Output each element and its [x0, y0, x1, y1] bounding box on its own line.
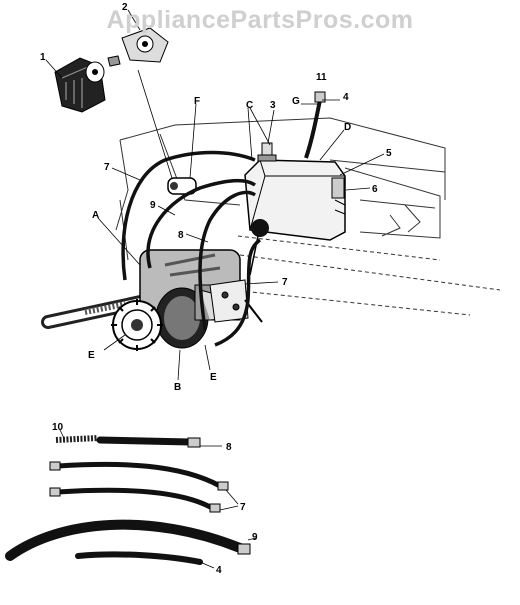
callout-5: 5: [386, 148, 392, 159]
hose-7b: [49, 487, 221, 513]
impeller-gear: [111, 299, 163, 351]
callout-E-left: E: [88, 350, 95, 361]
cabinet-frame: [115, 117, 501, 316]
fill-hose: [304, 91, 326, 159]
callout-9-lower: 9: [252, 532, 258, 543]
callout-E-right: E: [210, 372, 217, 383]
hose-4: [75, 551, 203, 565]
callout-6: 6: [372, 184, 378, 195]
callout-1: 1: [40, 52, 46, 63]
pump-motor-part-1: [54, 57, 106, 113]
callout-2: 2: [122, 2, 128, 13]
callout-C: C: [246, 100, 253, 111]
connecting-hoses: [121, 150, 262, 347]
callout-D: D: [344, 122, 351, 133]
tank-fitting: [257, 142, 277, 162]
callout-8-upper: 8: [178, 230, 184, 241]
hose-7a: [49, 461, 229, 491]
callout-B: B: [174, 382, 181, 393]
callout-11: 11: [316, 72, 327, 83]
callout-A: A: [92, 210, 99, 221]
callout-3: 3: [270, 100, 276, 111]
mounting-bracket: [209, 279, 263, 323]
callout-4-top: 4: [343, 92, 349, 103]
callout-4-lower: 4: [216, 565, 222, 576]
callout-7-upper-left: 7: [104, 162, 110, 173]
callout-7-lower: 7: [240, 502, 246, 513]
hose-8: [96, 436, 201, 448]
watermark: AppliancePartsPros.com: [106, 6, 414, 34]
callout-F: F: [194, 96, 200, 107]
hose-10: [55, 435, 99, 443]
callout-7-right: 7: [282, 277, 288, 288]
callout-labels: 1 2 3 4 5 6 7 7 8 9 11 A B C D E E F G 1…: [40, 2, 392, 576]
connector-part-2: [107, 27, 169, 67]
leader-lines: [45, 9, 385, 569]
hose-9: [5, 519, 251, 561]
callout-G: G: [292, 96, 300, 107]
callout-9-upper: 9: [150, 200, 156, 211]
callout-10: 10: [52, 422, 64, 433]
callout-8-lower: 8: [226, 442, 232, 453]
solenoid: [167, 177, 197, 195]
